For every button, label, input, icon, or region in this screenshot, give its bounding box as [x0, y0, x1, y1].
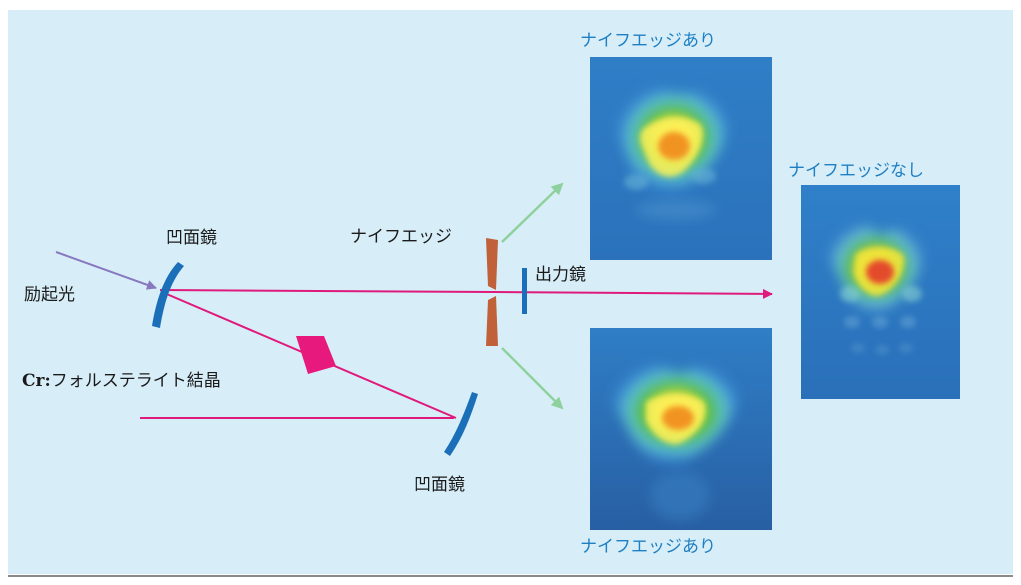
pump-beam	[55, 251, 157, 290]
beam-profile-with-knife-edge-bottom	[590, 328, 772, 530]
crystal-label: Cr:フォルステライト結晶	[22, 371, 221, 391]
deflected-beam-down	[501, 347, 564, 410]
beam-profile-without-knife-edge	[801, 185, 960, 399]
concave-mirror-bottom-label: 凹面鏡	[414, 475, 465, 495]
concave-mirror-top-label: 凹面鏡	[166, 228, 217, 248]
output-mirror	[522, 268, 527, 314]
knife-edge-lower	[486, 296, 498, 346]
crystal-label-prefix: Cr:	[22, 371, 51, 391]
pump-light-label: 励起光	[24, 285, 75, 305]
beam-profile-with-knife-edge-top	[590, 57, 772, 260]
caption-top-with-knife-edge: ナイフエッジあり	[580, 31, 716, 51]
cavity-beam-horizontal	[159, 289, 495, 293]
crystal-label-name: フォルステライト結晶	[51, 371, 221, 391]
caption-without-knife-edge: ナイフエッジなし	[788, 161, 924, 181]
output-mirror-label: 出力鏡	[535, 265, 586, 285]
concave-mirror-bottom	[444, 392, 478, 456]
knife-edge-upper	[486, 238, 498, 290]
deflected-beam-up	[501, 182, 564, 243]
output-beam	[493, 288, 773, 299]
knife-edge-label: ナイフエッジ	[350, 227, 452, 247]
caption-bottom-with-knife-edge: ナイフエッジあり	[580, 537, 716, 557]
forsterite-crystal	[296, 336, 336, 374]
concave-mirror-top	[152, 262, 184, 328]
